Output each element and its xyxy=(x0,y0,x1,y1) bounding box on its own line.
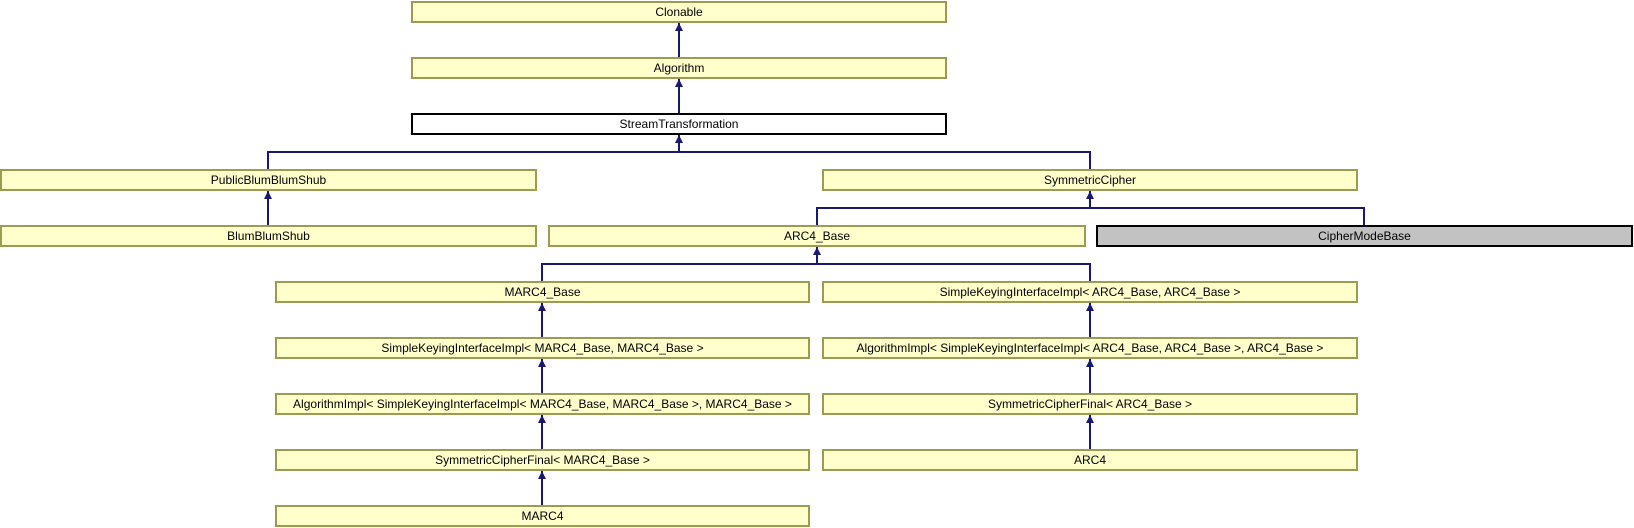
inheritance-arrowhead-icon xyxy=(675,23,683,31)
class-node-marc4[interactable]: MARC4 xyxy=(275,505,810,527)
class-node-stream-transformation[interactable]: StreamTransformation xyxy=(411,113,947,135)
inheritance-edge-line xyxy=(541,264,543,281)
class-node-public-blum-blum-shub[interactable]: PublicBlumBlumShub xyxy=(0,169,537,191)
inheritance-arrowhead-icon xyxy=(675,135,683,143)
inheritance-edge-line xyxy=(816,207,1365,209)
inheritance-edge-line xyxy=(267,151,1091,153)
class-node-symmetric-cipher[interactable]: SymmetricCipher xyxy=(822,169,1358,191)
inheritance-edge-line xyxy=(267,152,269,169)
class-node-skii-marc4-base[interactable]: SimpleKeyingInterfaceImpl< MARC4_Base, M… xyxy=(275,337,810,359)
inheritance-arrowhead-icon xyxy=(538,359,546,367)
inheritance-edge-line xyxy=(1089,415,1091,449)
inheritance-edge-line xyxy=(1089,264,1091,281)
inheritance-edge-line xyxy=(816,247,818,265)
inheritance-edge-line xyxy=(678,79,680,113)
inheritance-arrowhead-icon xyxy=(538,415,546,423)
inheritance-edge-line xyxy=(541,415,543,449)
class-node-arc4[interactable]: ARC4 xyxy=(822,449,1358,471)
class-node-clonable[interactable]: Clonable xyxy=(411,1,947,23)
class-node-blum-blum-shub[interactable]: BlumBlumShub xyxy=(0,225,537,247)
class-node-scf-marc4-base[interactable]: SymmetricCipherFinal< MARC4_Base > xyxy=(275,449,810,471)
inheritance-edge-line xyxy=(541,359,543,393)
inheritance-edge-line xyxy=(1089,359,1091,393)
inheritance-edge-line xyxy=(1089,303,1091,337)
inheritance-edge-line xyxy=(816,208,818,225)
inheritance-edge-line xyxy=(1363,208,1365,225)
inheritance-edge-line xyxy=(1089,152,1091,169)
inheritance-arrowhead-icon xyxy=(264,191,272,199)
inheritance-edge-line xyxy=(541,263,1091,265)
class-node-algorithm[interactable]: Algorithm xyxy=(411,57,947,79)
inheritance-arrowhead-icon xyxy=(813,247,821,255)
inheritance-edge-line xyxy=(1089,191,1091,209)
class-node-marc4-base[interactable]: MARC4_Base xyxy=(275,281,810,303)
inheritance-edge-line xyxy=(267,191,269,225)
inheritance-arrowhead-icon xyxy=(1086,359,1094,367)
class-node-scf-arc4-base[interactable]: SymmetricCipherFinal< ARC4_Base > xyxy=(822,393,1358,415)
inheritance-edge-line xyxy=(678,135,680,153)
inheritance-edge-line xyxy=(541,471,543,505)
inheritance-edge-line xyxy=(541,303,543,337)
inheritance-arrowhead-icon xyxy=(538,303,546,311)
inheritance-arrowhead-icon xyxy=(675,79,683,87)
class-node-skii-arc4-base[interactable]: SimpleKeyingInterfaceImpl< ARC4_Base, AR… xyxy=(822,281,1358,303)
class-node-algoimpl-arc4-base[interactable]: AlgorithmImpl< SimpleKeyingInterfaceImpl… xyxy=(822,337,1358,359)
inheritance-arrowhead-icon xyxy=(1086,303,1094,311)
inheritance-arrowhead-icon xyxy=(538,471,546,479)
inheritance-edge-line xyxy=(678,23,680,57)
class-node-algoimpl-marc4-base[interactable]: AlgorithmImpl< SimpleKeyingInterfaceImpl… xyxy=(275,393,810,415)
class-node-arc4-base[interactable]: ARC4_Base xyxy=(548,225,1086,247)
class-node-cipher-mode-base[interactable]: CipherModeBase xyxy=(1096,225,1633,247)
inheritance-arrowhead-icon xyxy=(1086,191,1094,199)
inheritance-arrowhead-icon xyxy=(1086,415,1094,423)
